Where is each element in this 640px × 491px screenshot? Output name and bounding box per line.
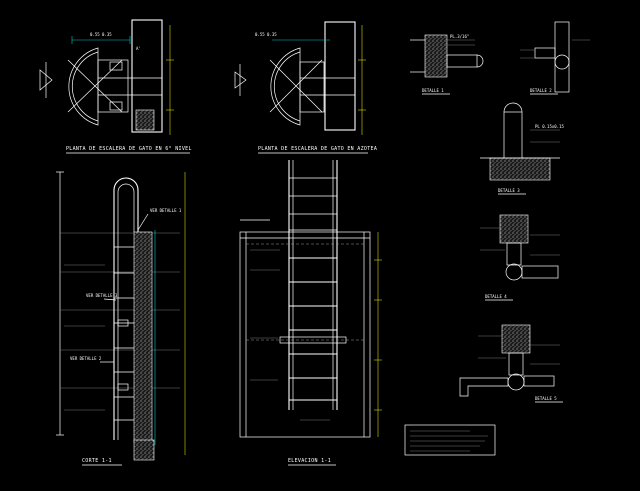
section-1-1-title: CORTE 1-1 [82, 458, 112, 464]
detail-4-title: DETALLE 4 [485, 294, 507, 299]
label-ver-detalle-1: VER DETALLE 1 [150, 208, 182, 213]
plan-6th-level: 0.55 0.35 A' PLANTA DE ESCALERA DE GATO … [39, 19, 192, 154]
svg-text:A': A' [136, 46, 141, 51]
plan-6th-level-title: PLANTA DE ESCALERA DE GATO EN 6° NIVEL [66, 146, 192, 152]
detail-1: PL.3/16" DETALLE 1 [410, 34, 484, 95]
plan-roof: 0.55 0.35 PLANTA DE ESCALERA DE GATO EN … [234, 21, 377, 154]
svg-text:0.55 0.35: 0.55 0.35 [90, 32, 112, 37]
label-ver-detalle-2: VER DETALLE 2 [70, 356, 102, 361]
plan-roof-title: PLANTA DE ESCALERA DE GATO EN AZOTEA [258, 146, 377, 152]
section-1-1: VER DETALLE 1 VER DETALLE 3 VER DETALLE … [56, 171, 186, 466]
detail-2: DETALLE 2 [520, 21, 590, 95]
svg-text:PL.3/16": PL.3/16" [450, 34, 469, 39]
detail-5: DETALLE 5 [459, 324, 563, 403]
label-ver-detalle-3: VER DETALLE 3 [86, 293, 118, 298]
detail-5-title: DETALLE 5 [535, 396, 557, 401]
elevation-1-1-title: ELEVACION 1-1 [288, 458, 331, 464]
svg-text:0.55 0.35: 0.55 0.35 [255, 32, 277, 37]
elevation-1-1: ELEVACION 1-1 [239, 160, 382, 466]
svg-text:PL 0.15x0.15: PL 0.15x0.15 [535, 124, 564, 129]
detail-1-title: DETALLE 1 [422, 88, 444, 93]
detail-3-title: DETALLE 3 [498, 188, 520, 193]
detail-2-title: DETALLE 2 [530, 88, 552, 93]
detail-4: DETALLE 4 [480, 214, 560, 301]
detail-3: PL 0.15x0.15 DETALLE 3 [480, 102, 564, 195]
notes-block [404, 424, 496, 456]
